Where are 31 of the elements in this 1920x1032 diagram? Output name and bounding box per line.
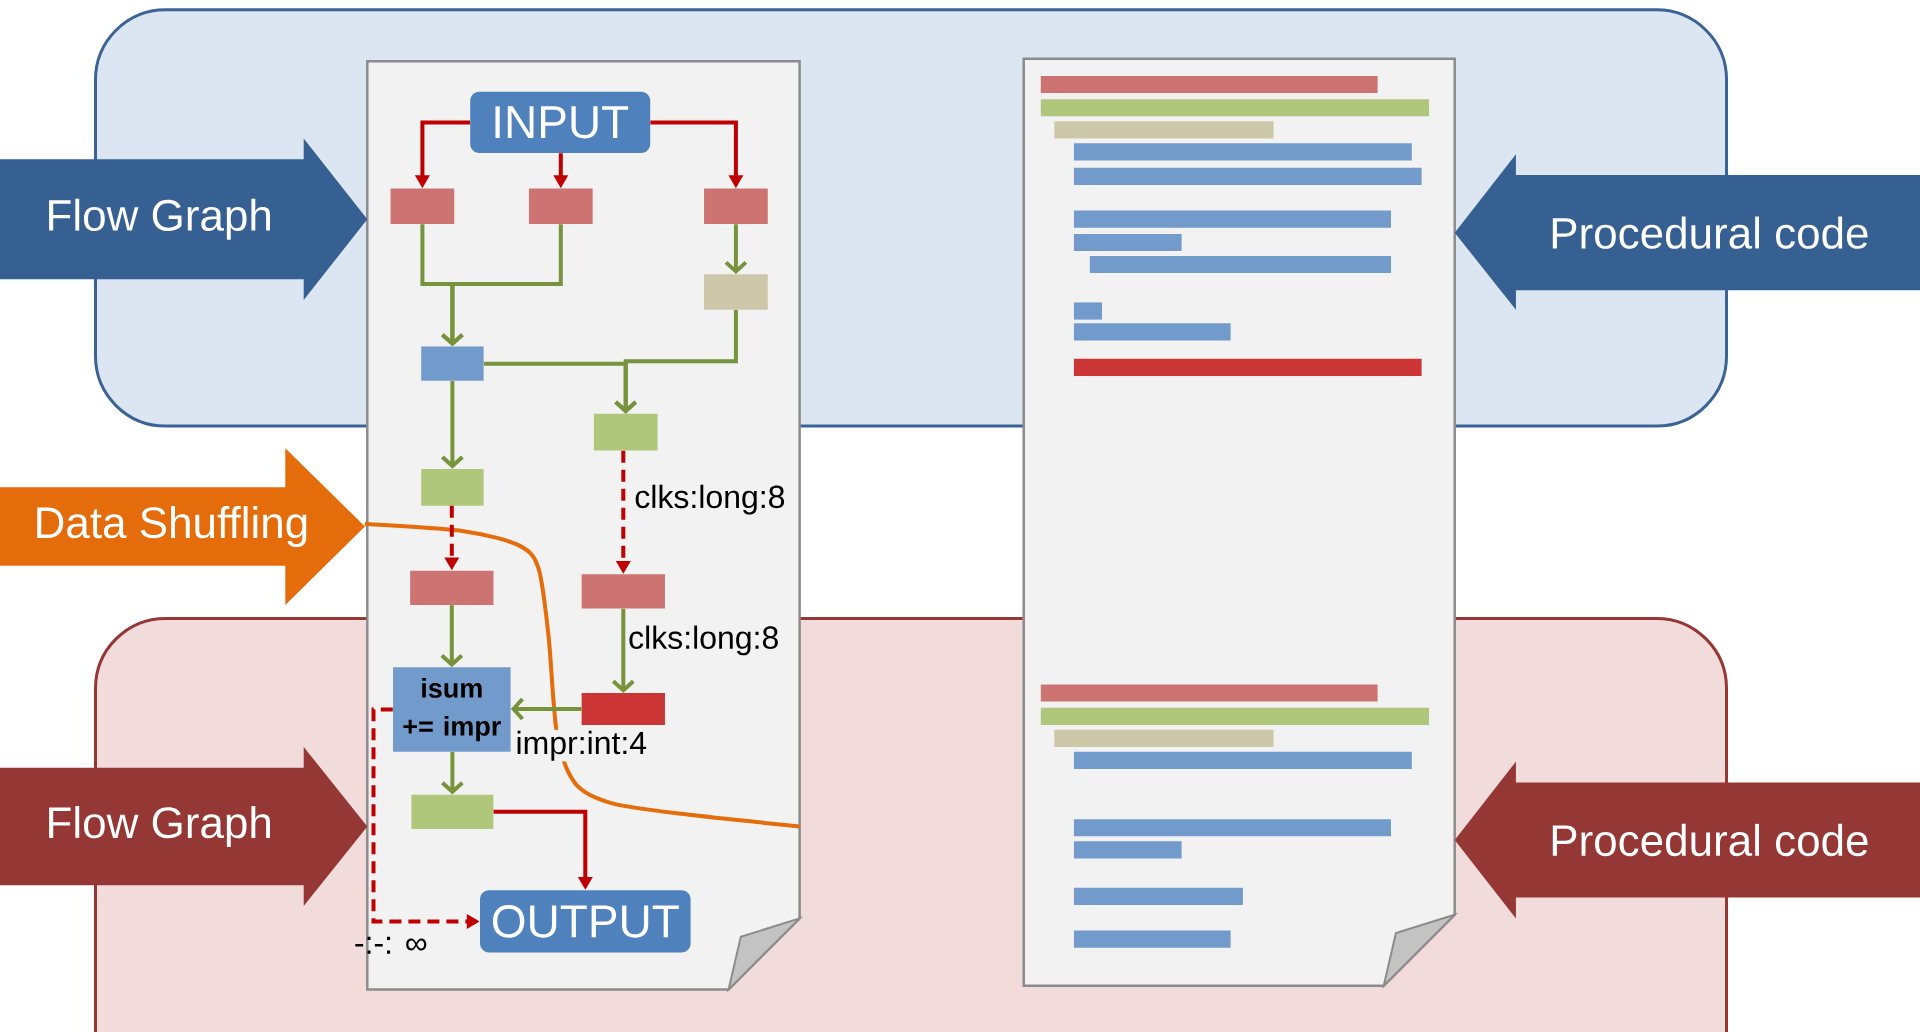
process-box [593,413,658,451]
arrow [440,605,464,668]
operation-box: isum += impr [393,667,511,752]
arrow [483,361,638,414]
terminal-box: OUTPUT [480,890,691,953]
arrow [441,752,464,795]
arrow [441,381,464,469]
arrow-banner: Flow Graph [0,138,368,300]
edge-label: clks:long:8 [629,625,778,656]
arrow [510,697,582,721]
process-box [390,188,455,225]
arrow [441,224,563,347]
process-box [421,468,484,506]
process-box [581,574,665,609]
process-box [704,274,768,310]
process-box [411,794,494,829]
edge-label: clks:long:8 [635,484,785,515]
process-box [421,346,484,381]
arrow-banner: Flow Graph [0,746,368,907]
edge-label: impr:int:4 [514,729,649,762]
process-box [581,693,665,725]
process-box [410,570,494,605]
arrow-banner: Data Shuffling [0,448,365,605]
edge-label: -:-: ∞ [355,936,427,954]
process-box [528,188,593,225]
terminal-box: INPUT [470,91,651,153]
process-box [704,188,768,225]
arrow [724,224,748,275]
arrow [611,608,635,693]
arrow-banner: Procedural code [1454,154,1920,310]
arrow-banner: Procedural code [1454,761,1920,919]
